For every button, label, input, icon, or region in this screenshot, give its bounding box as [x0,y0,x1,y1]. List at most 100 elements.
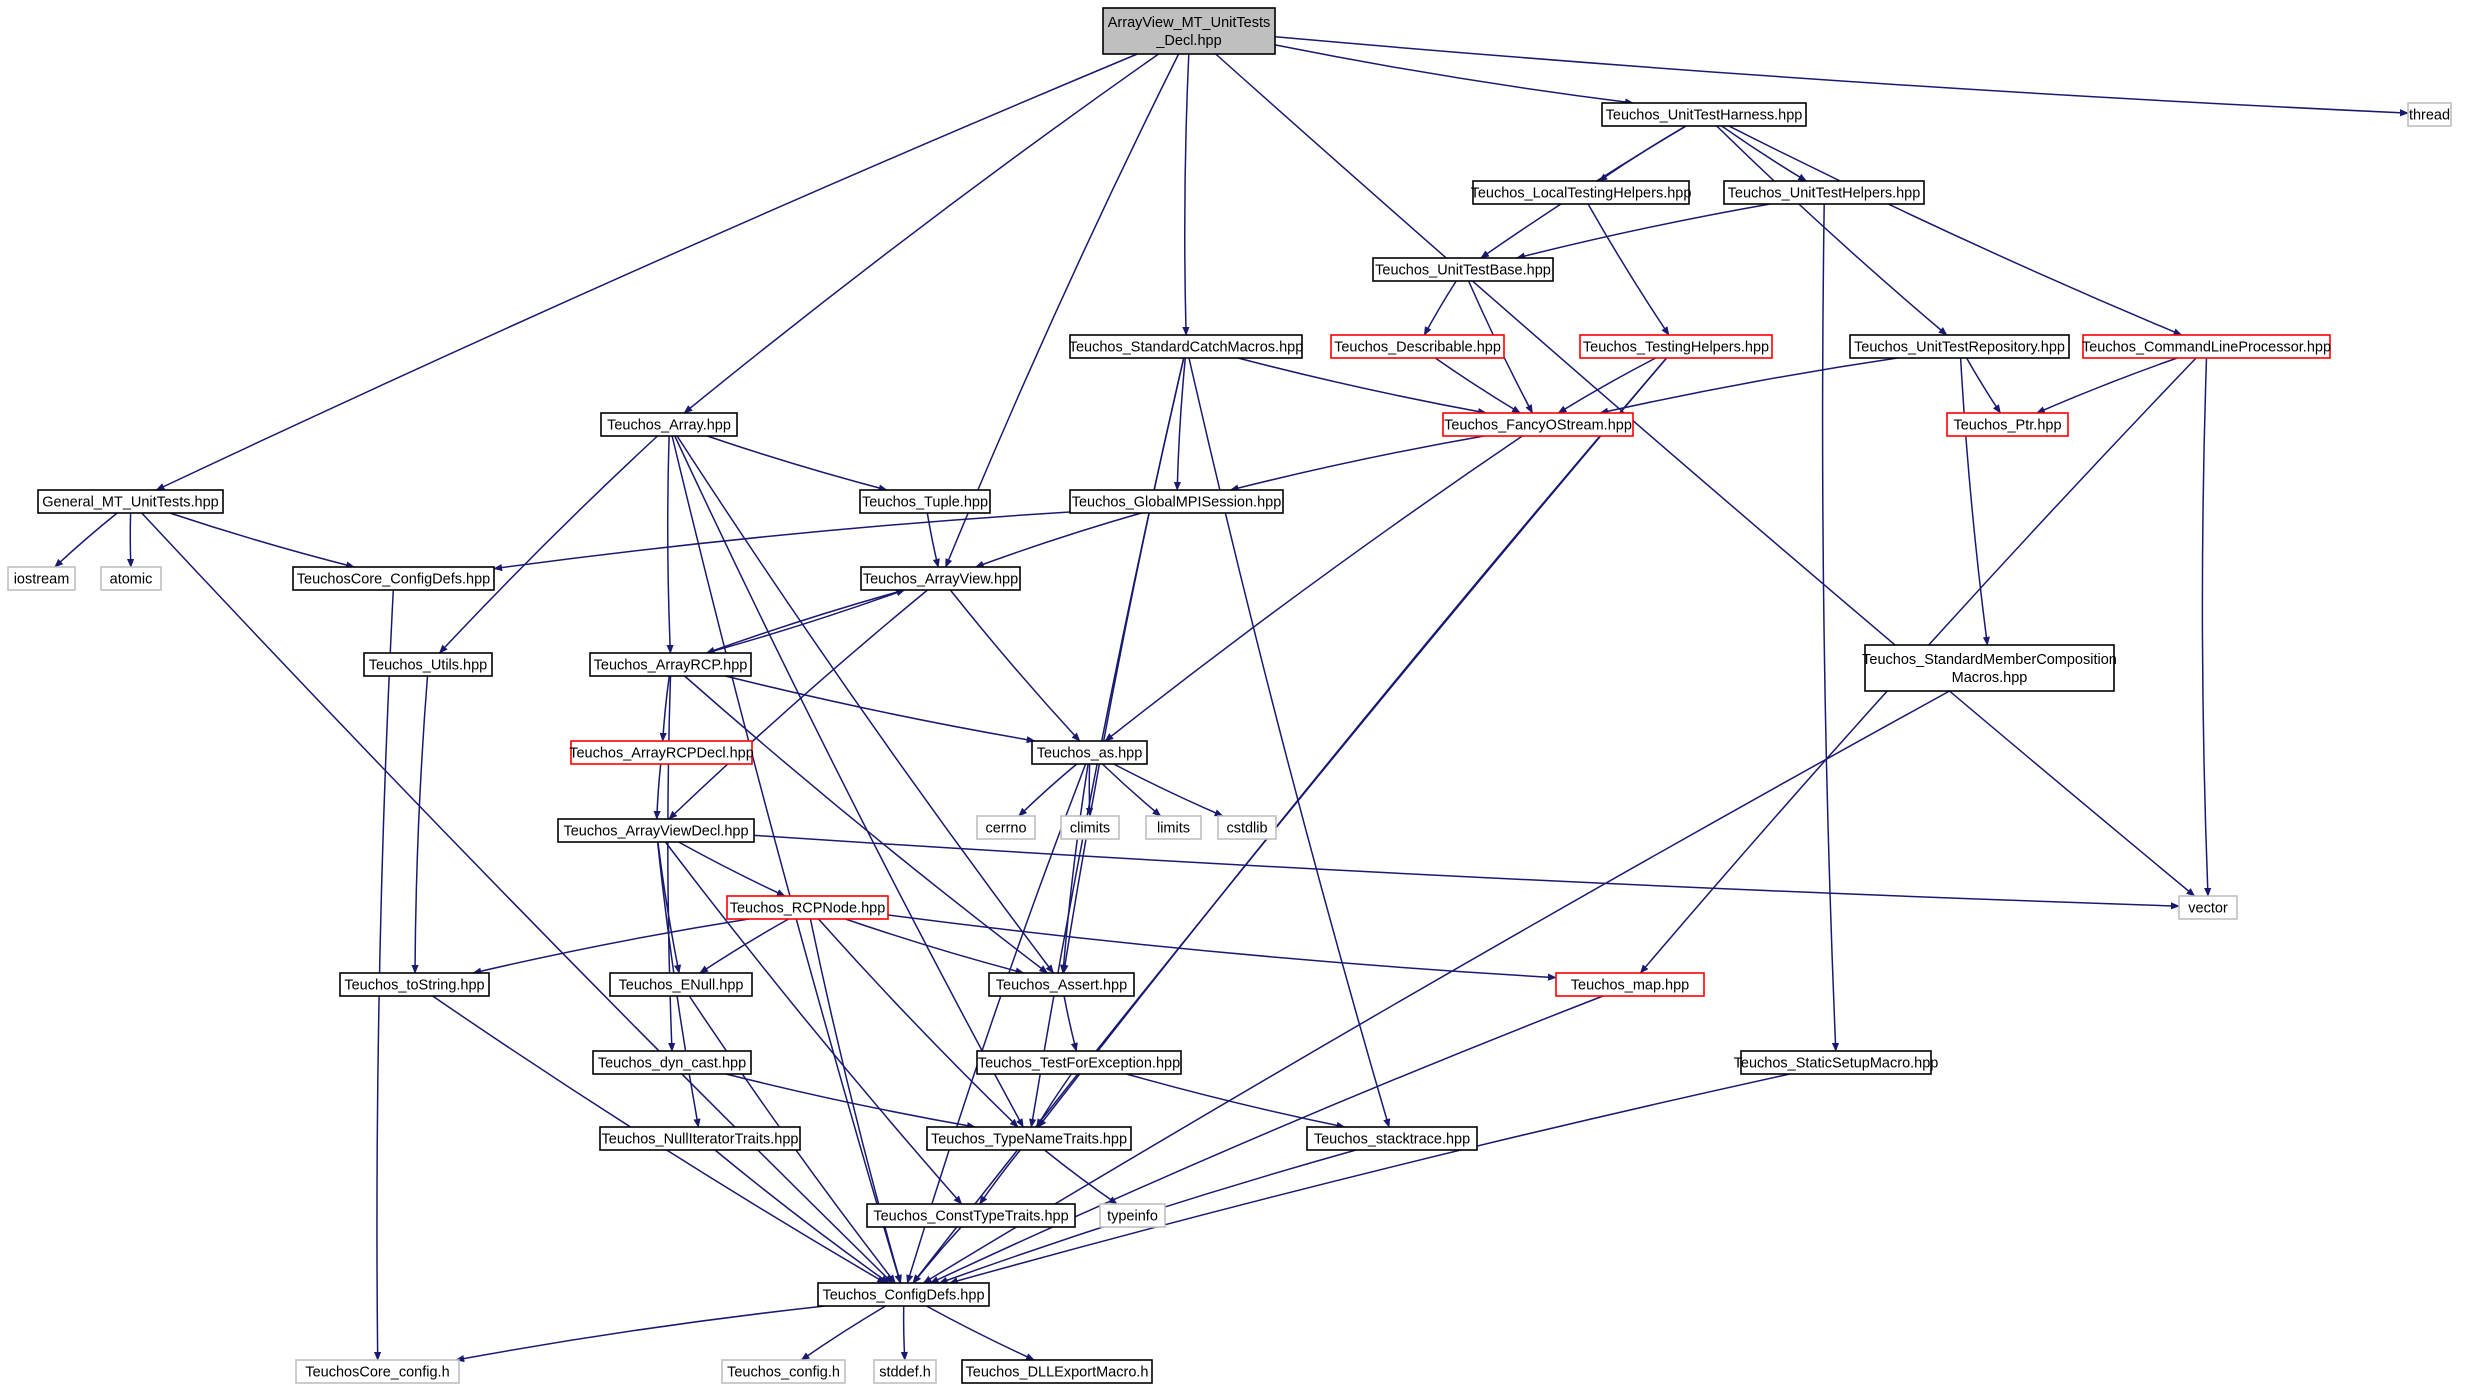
node-map[interactable]: Teuchos_map.hpp [1555,972,1705,997]
node-box [866,1203,1076,1228]
node-ptr[interactable]: Teuchos_Ptr.hpp [1946,412,2069,437]
node-atomic: atomic [100,566,162,591]
edge-assert-to-testforexc [1063,995,1078,1052]
edge-array-to-configdefs [671,435,902,1284]
node-box [1060,815,1120,840]
edge-configdefs-to-dllexport [926,1305,1035,1361]
node-label: Teuchos_CommandLineProcessor.hpp [2082,340,2331,356]
node-label: Teuchos_LocalTestingHelpers.hpp [1471,186,1692,202]
node-box [589,652,752,677]
edge-as-to-cstdlib [1113,763,1224,817]
edge-as-to-assert [1059,763,1089,974]
edge-root-to-thread [1274,36,2409,117]
node-label: Teuchos_config.h [727,1365,840,1381]
node-as[interactable]: Teuchos_as.hpp [1031,740,1148,765]
edge-globalmpi-to-arrayview [974,512,1142,568]
node-dllexport[interactable]: Teuchos_DLLExportMacro.h [961,1359,1153,1384]
node-dyncast[interactable]: Teuchos_dyn_cast.hpp [592,1050,752,1075]
node-tuple[interactable]: Teuchos_Tuple.hpp [859,489,991,514]
node-box [557,818,755,843]
node-staticsetup[interactable]: Teuchos_StaticSetupMacro.hpp [1734,1050,1939,1075]
edge-general-to-atomic [126,512,135,568]
node-box [1740,1050,1932,1075]
node-arrayview[interactable]: Teuchos_ArrayView.hpp [860,566,1021,591]
node-stacktrace[interactable]: Teuchos_stacktrace.hpp [1306,1126,1478,1151]
edge-localtest-to-testinghelpers [1587,203,1670,336]
node-label: Teuchos_StandardCatchMacros.hpp [1069,340,1304,356]
node-utils[interactable]: Teuchos_Utils.hpp [363,652,493,677]
node-cerrno: cerrno [976,815,1036,840]
node-clp[interactable]: Teuchos_CommandLineProcessor.hpp [2082,334,2331,359]
node-label: Teuchos_as.hpp [1037,746,1143,762]
node-box [926,1126,1132,1151]
node-box [599,1126,801,1151]
node-stdcatch[interactable]: Teuchos_StandardCatchMacros.hpp [1069,334,1304,359]
node-localtest[interactable]: Teuchos_LocalTestingHelpers.hpp [1471,180,1692,205]
node-arrayviewdecl[interactable]: Teuchos_ArrayViewDecl.hpp [557,818,755,843]
node-coreconfig: TeuchosCore_config.h [295,1359,460,1384]
node-utbase[interactable]: Teuchos_UnitTestBase.hpp [1372,257,1554,282]
node-box [859,489,991,514]
node-array[interactable]: Teuchos_Array.hpp [600,412,738,437]
node-root[interactable]: ArrayView_MT_UnitTests_Decl.hpp [1102,7,1276,55]
node-box [37,489,224,514]
node-testforexc[interactable]: Teuchos_TestForException.hpp [976,1050,1182,1075]
edge-as-to-climits [1085,763,1094,817]
node-label: Teuchos_StandardMemberComposition [1862,652,2117,668]
node-consttype[interactable]: Teuchos_ConstTypeTraits.hpp [866,1203,1076,1228]
node-arrayrcpdecl[interactable]: Teuchos_ArrayRCPDecl.hpp [569,740,754,765]
node-label: Teuchos_TestForException.hpp [978,1056,1180,1072]
node-box [1145,815,1202,840]
edge-testinghelpers-to-fancy [1557,357,1657,414]
node-box [961,1359,1153,1384]
node-rcpnode[interactable]: Teuchos_RCPNode.hpp [726,895,889,920]
node-box [1102,7,1276,55]
node-box [976,1050,1182,1075]
node-assert[interactable]: Teuchos_Assert.hpp [988,972,1135,997]
node-nulliter[interactable]: Teuchos_NullIteratorTraits.hpp [599,1126,801,1151]
node-enull[interactable]: Teuchos_ENull.hpp [609,972,753,997]
edge-arrayviewdecl-to-consttype [664,841,963,1205]
node-label: Teuchos_NullIteratorTraits.hpp [602,1132,799,1148]
edge-fancy-to-as [1104,435,1523,742]
node-configdefs[interactable]: Teuchos_ConfigDefs.hpp [817,1282,990,1307]
node-general[interactable]: General_MT_UnitTests.hpp [37,489,224,514]
node-stdmember[interactable]: Teuchos_StandardMemberCompositionMacros.… [1862,644,2117,692]
edge-stdcatch-to-globalmpi [1173,357,1187,491]
edge-tuple-to-arrayview [926,512,940,568]
node-thread: thread [2407,102,2452,127]
edge-arrayview-to-arrayrcp [705,589,905,654]
node-typeinfo: typeinfo [1099,1203,1166,1228]
node-tostring[interactable]: Teuchos_toString.hpp [339,972,490,997]
node-climits: climits [1060,815,1120,840]
node-label: Teuchos_Assert.hpp [996,978,1127,994]
node-box [1723,180,1925,205]
node-label: Teuchos_dyn_cast.hpp [598,1056,746,1072]
node-box [1330,334,1505,359]
node-label: Teuchos_ArrayView.hpp [863,572,1018,588]
node-arrayrcp[interactable]: Teuchos_ArrayRCP.hpp [589,652,752,677]
node-coreconfigdefs[interactable]: TeuchosCore_ConfigDefs.hpp [292,566,495,591]
edge-clp-to-ptr [2035,357,2178,414]
edge-map-to-configdefs [929,995,1604,1284]
node-label: Teuchos_ConstTypeTraits.hpp [873,1209,1068,1225]
edge-utrepo-to-stdmember [1959,357,1990,646]
node-describable[interactable]: Teuchos_Describable.hpp [1330,334,1505,359]
node-testinghelpers[interactable]: Teuchos_TestingHelpers.hpp [1579,334,1773,359]
node-typename[interactable]: Teuchos_TypeNameTraits.hpp [926,1126,1132,1151]
node-globalmpi[interactable]: Teuchos_GlobalMPISession.hpp [1069,489,1284,514]
node-uthelpers[interactable]: Teuchos_UnitTestHelpers.hpp [1723,180,1925,205]
node-utrepo[interactable]: Teuchos_UnitTestRepository.hpp [1849,334,2070,359]
node-box [339,972,490,997]
node-box [2178,895,2238,920]
node-harness[interactable]: Teuchos_UnitTestHarness.hpp [1601,102,1807,127]
edge-root-to-array [683,53,1160,414]
edge-arrayrcp-to-dyncast [667,675,676,1052]
edge-as-to-limits [1101,763,1162,817]
edge-stdcatch-to-assert [1061,357,1185,974]
edge-testforexc-to-stacktrace [1126,1073,1346,1129]
node-label: Teuchos_GlobalMPISession.hpp [1072,495,1282,511]
node-label: stddef.h [879,1365,931,1381]
node-fancy[interactable]: Teuchos_FancyOStream.hpp [1442,412,1634,437]
